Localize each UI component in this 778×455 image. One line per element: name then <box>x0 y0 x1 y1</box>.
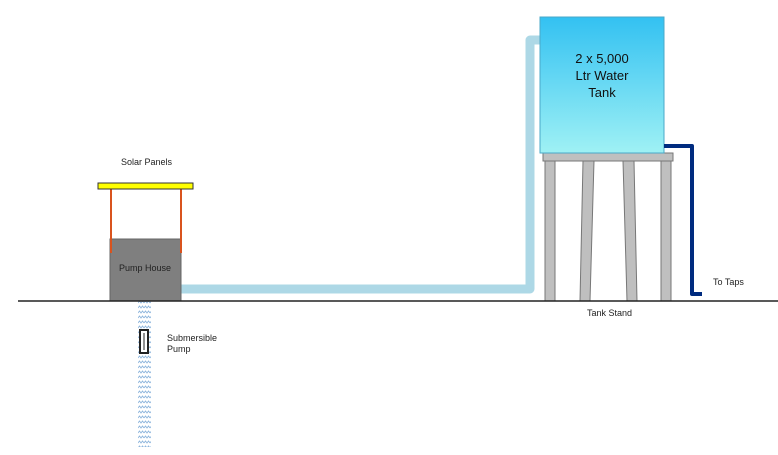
water-tank-label-line1: 2 x 5,000 <box>575 51 629 66</box>
tap-pipe <box>664 144 702 296</box>
submersible-pump-label-line1: Submersible <box>167 333 218 343</box>
submersible-pump-label: Submersible Pump <box>167 333 217 355</box>
borehole <box>138 301 151 447</box>
solar-panel <box>97 182 194 190</box>
water-tank <box>539 16 665 154</box>
tank-stand <box>542 152 674 302</box>
pump-house-label: Pump House <box>119 263 172 273</box>
tank-stand-label: Tank Stand <box>587 308 633 318</box>
water-tank-label: 2 x 5,000 Ltr Water Tank <box>540 50 664 101</box>
submersible-pump-label-line2: Pump <box>167 344 191 354</box>
solar-panels-label: Solar Panels <box>121 157 173 167</box>
to-taps-label: To Taps <box>713 277 744 287</box>
pump-house <box>109 238 182 302</box>
water-tank-label-line2: Ltr Water <box>575 68 629 83</box>
water-tank-label-line3: Tank <box>588 85 616 100</box>
supply-pipe <box>181 35 555 294</box>
